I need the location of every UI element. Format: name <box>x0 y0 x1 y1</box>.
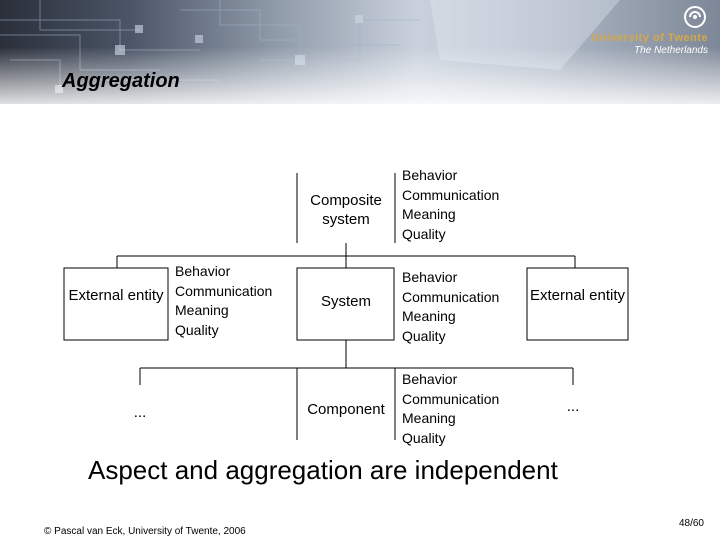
aspect-behavior: Behavior <box>402 167 458 183</box>
system-label: System <box>320 293 371 310</box>
ut-logo-icon <box>684 6 706 28</box>
aspect-communication: Communication <box>402 186 500 203</box>
aspect-meaning: Meaning <box>402 206 456 222</box>
system-bus <box>116 255 576 268</box>
external-left-box <box>63 267 169 341</box>
university-name: University of Twente <box>591 32 708 44</box>
aspect-quality: Quality <box>402 327 446 344</box>
aspect-meaning: Meaning <box>402 308 456 324</box>
aspect-quality: Quality <box>402 225 446 242</box>
external-right-box <box>526 267 629 341</box>
external-left-aspects-list: Behavior Communication Meaning Quality <box>175 262 272 340</box>
composite-system-label: Composite system <box>310 192 382 228</box>
aspect-behavior: Behavior <box>402 269 458 285</box>
aspect-behavior: Behavior <box>402 371 458 387</box>
page-number: 48/60 <box>678 518 704 529</box>
aspect-meaning: Meaning <box>402 410 456 426</box>
external-entity-left-label: External entity <box>68 287 164 304</box>
component-bus <box>139 367 574 385</box>
slide-title: Aggregation <box>62 70 180 92</box>
aspect-behavior: Behavior <box>175 263 231 279</box>
university-logo-text: University of Twente The Netherlands <box>591 32 708 56</box>
header-fade <box>0 0 720 104</box>
aspect-communication: Communication <box>402 390 500 407</box>
slide-statement: Aspect and aggregation are independent <box>88 455 558 485</box>
aspect-communication: Communication <box>402 288 500 305</box>
external-entity-right-label: External entity <box>529 287 626 304</box>
ellipsis-right: ... <box>566 398 580 415</box>
aspect-quality: Quality <box>402 429 446 446</box>
copyright-footer: © Pascal van Eck, University of Twente, … <box>44 526 246 537</box>
system-aspects-list: Behavior Communication Meaning Quality <box>402 268 499 346</box>
header-banner: University of Twente The Netherlands <box>0 0 720 104</box>
composite-aspects-list: Behavior Communication Meaning Quality <box>402 166 499 244</box>
aspect-communication: Communication <box>175 282 273 299</box>
component-aspects-list: Behavior Communication Meaning Quality <box>402 370 499 448</box>
university-country: The Netherlands <box>634 45 708 56</box>
aspect-meaning: Meaning <box>175 302 229 318</box>
component-bracket <box>296 368 396 440</box>
aspect-quality: Quality <box>175 321 219 338</box>
component-label: Component <box>307 401 385 418</box>
ellipsis-left: ... <box>133 404 147 421</box>
composite-bracket <box>296 173 396 243</box>
